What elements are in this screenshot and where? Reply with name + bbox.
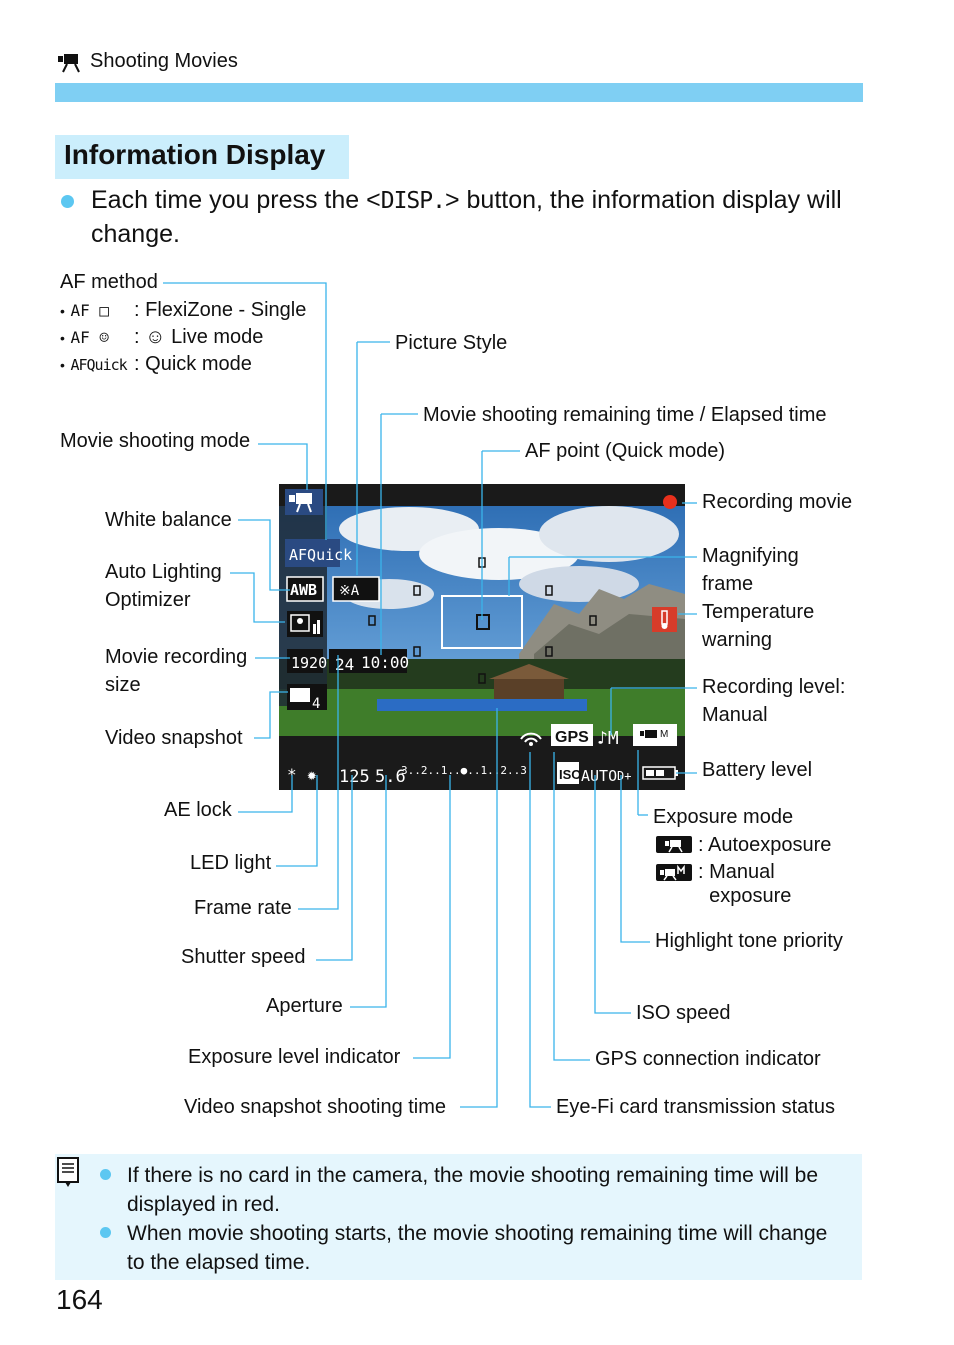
screen-aperture: 5.6 — [375, 767, 406, 787]
af-live-symbol: AF ☺ — [70, 328, 109, 347]
label-gps-connection: GPS connection indicator — [595, 1048, 821, 1070]
label-magnifying-frame: Magnifying frame — [702, 545, 799, 595]
label-autoexposure: : Autoexposure — [698, 834, 832, 856]
screen-remaining-time: 10:00 — [361, 653, 409, 672]
svg-text:M: M — [660, 729, 668, 740]
screen-iso-value: AUTO — [581, 767, 617, 785]
label-battery-level: Battery level — [702, 759, 813, 781]
af-method-heading: AF method — [60, 271, 158, 293]
af-method-item-quick: • AFQuick : Quick mode — [60, 353, 252, 375]
disp-button-label: DISP. — [380, 188, 446, 214]
label-ae-lock: AE lock — [164, 799, 232, 821]
label-exposure-mode: Exposure mode — [653, 806, 794, 828]
note-bullet — [100, 1227, 111, 1238]
screen-shutter: 125 — [339, 767, 370, 787]
screen-gps: GPS — [555, 729, 589, 746]
label-temperature-warning: Temperature warning — [702, 601, 815, 651]
label-movie-recording-size: Movie recording size — [105, 646, 248, 696]
note-box — [55, 1154, 862, 1280]
screen-recording-size: 1920 — [291, 654, 327, 672]
intro-text: Each time you press the <DISP.> button, … — [91, 184, 871, 251]
svg-text:*: * — [287, 765, 297, 784]
intro-before: Each time you press the < — [91, 186, 381, 214]
screen-exposure-scale: 3..2..1..●..1..2..3 — [401, 764, 527, 777]
label-shutter-speed: Shutter speed — [181, 946, 306, 968]
note-2: When movie shooting starts, the movie sh… — [127, 1222, 828, 1274]
label-movie-shooting-mode: Movie shooting mode — [60, 430, 251, 452]
svg-text:※A: ※A — [339, 583, 360, 599]
label-exposure-level-indicator: Exposure level indicator — [188, 1046, 401, 1068]
page-title: Information Display — [55, 135, 349, 179]
af-method-item-flexizone: • AF □ : FlexiZone - Single — [60, 299, 307, 321]
note-bullet — [100, 1169, 111, 1180]
note-1: If there is no card in the camera, the m… — [127, 1164, 819, 1216]
label-auto-lighting-optimizer: Auto Lighting Optimizer — [105, 561, 222, 611]
movie-camera-icon — [58, 54, 80, 73]
label-af-point: AF point (Quick mode) — [525, 440, 726, 462]
label-manual-exposure: : Manual exposure — [698, 861, 792, 907]
label-picture-style: Picture Style — [395, 332, 508, 354]
af-method-item-live: • AF ☺ : ☺ Live mode — [60, 326, 264, 348]
af-quick-text: : Quick mode — [134, 353, 252, 375]
section-header: Shooting Movies — [90, 50, 238, 72]
screen-iso: ISO — [559, 767, 581, 782]
header-band — [55, 83, 863, 102]
svg-text:♪M: ♪M — [597, 728, 619, 749]
label-white-balance: White balance — [105, 509, 232, 531]
camera-lcd-screen: AFQuick AWB ※A 1920 24 10:00 4 GPS ♪M M — [279, 484, 685, 790]
af-quick-symbol: AFQuick — [70, 356, 127, 374]
bullet — [61, 195, 74, 208]
label-recording-movie: Recording movie — [702, 491, 853, 513]
intro-after: > button, the information display will c… — [91, 186, 842, 248]
face-icon: ☺ — [145, 326, 166, 348]
label-highlight-tone-priority: Highlight tone priority — [655, 930, 843, 952]
label-iso-speed: ISO speed — [636, 1002, 731, 1024]
svg-text:✹: ✹ — [307, 765, 317, 784]
label-frame-rate: Frame rate — [194, 897, 292, 919]
af-live-prefix: : — [134, 326, 146, 348]
label-eyefi-status: Eye-Fi card transmission status — [556, 1096, 835, 1118]
autoexposure-mode-icon — [656, 836, 692, 853]
screen-af-quick: AFQuick — [289, 546, 352, 564]
live-view-image: AFQuick AWB ※A 1920 24 10:00 4 GPS ♪M M — [279, 484, 685, 790]
memo-icon — [57, 1157, 79, 1187]
af-flexizone-symbol: AF □ — [70, 301, 109, 320]
af-flexizone-text: : FlexiZone - Single — [134, 299, 307, 321]
page-number: 164 — [56, 1284, 103, 1315]
screen-awb: AWB — [290, 581, 317, 599]
screen-snapshot-count: 4 — [312, 696, 320, 712]
label-led-light: LED light — [190, 852, 272, 874]
label-recording-level: Recording level: Manual — [702, 676, 846, 726]
manual-exposure-mode-icon — [656, 864, 692, 881]
label-video-snapshot: Video snapshot — [105, 727, 243, 749]
af-live-text: Live mode — [165, 326, 264, 348]
label-video-snapshot-time: Video snapshot shooting time — [184, 1096, 447, 1118]
label-remaining-time: Movie shooting remaining time / Elapsed … — [423, 404, 827, 426]
label-aperture: Aperture — [266, 995, 343, 1017]
screen-frame-rate: 24 — [335, 655, 354, 674]
